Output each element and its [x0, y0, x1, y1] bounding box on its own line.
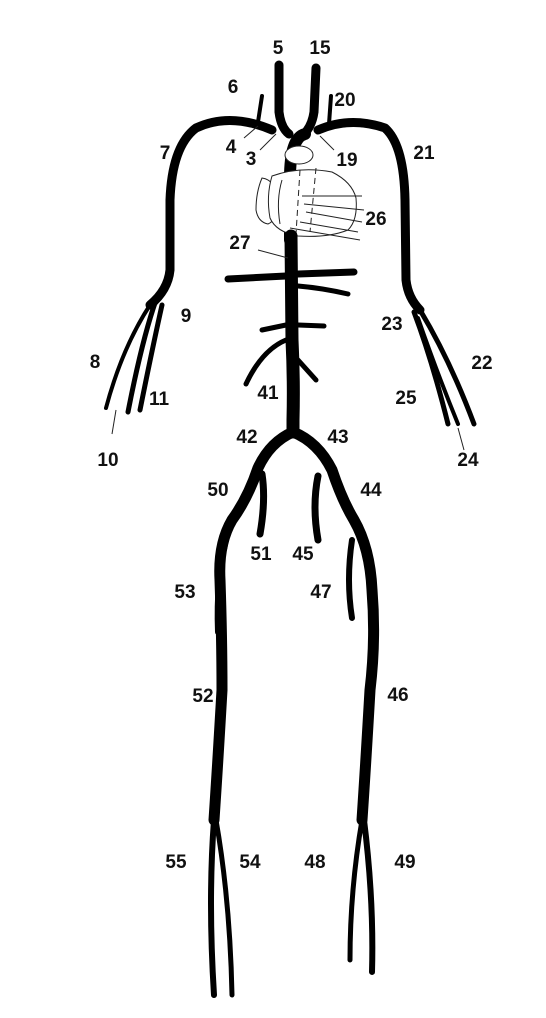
artery-20: [327, 94, 333, 126]
artery-11: [137, 302, 165, 413]
label-20: 20: [334, 90, 355, 111]
label-48: 48: [304, 852, 325, 873]
label-50: 50: [207, 480, 228, 501]
label-46: 46: [387, 685, 408, 706]
label-15: 15: [309, 38, 331, 59]
artery-51: [256, 470, 268, 538]
labels: 5 15 6 20 4 3 19 7 21 26 27 9 23 8 22 11…: [90, 38, 493, 873]
right-arm-arteries: [104, 115, 277, 435]
neck-arteries: [256, 60, 333, 139]
label-25: 25: [395, 388, 417, 409]
label-23: 23: [381, 314, 402, 335]
leader-19: [319, 135, 335, 151]
artery-47: [346, 537, 355, 621]
branch-mid-right: [295, 322, 327, 329]
arch-loop: [284, 145, 314, 165]
artery-54: [213, 817, 235, 998]
artery-8: [104, 303, 152, 410]
artery-41: [243, 337, 289, 387]
leader-10: [111, 409, 117, 435]
label-10: 10: [97, 450, 118, 471]
label-24: 24: [457, 450, 479, 471]
label-8: 8: [90, 352, 101, 373]
right-leg-arteries: [208, 426, 299, 998]
label-11: 11: [149, 389, 170, 410]
artery-5: [274, 60, 294, 139]
artery-15: [299, 63, 321, 139]
label-26: 26: [365, 209, 386, 230]
label-4: 4: [226, 137, 237, 158]
heart-vessel-lines: [289, 195, 365, 241]
label-47: 47: [310, 582, 331, 603]
label-52: 52: [192, 686, 213, 707]
label-5: 5: [273, 38, 284, 59]
artery-43: [287, 426, 380, 826]
artery-48: [347, 817, 365, 963]
artery-22: [417, 307, 477, 427]
left-leg-arteries: [287, 426, 380, 975]
heart-line: [277, 179, 283, 225]
label-45: 45: [292, 544, 314, 565]
artery-7: [145, 115, 277, 310]
leader-3: [259, 133, 277, 151]
artery-53: [214, 537, 229, 635]
artery-21: [313, 117, 425, 315]
label-51: 51: [250, 544, 272, 565]
heart-dashed-2: [309, 167, 317, 233]
label-53: 53: [174, 582, 195, 603]
label-49: 49: [394, 852, 415, 873]
abdominal-aorta: [224, 229, 358, 439]
artery-55: [208, 817, 217, 998]
label-21: 21: [413, 143, 435, 164]
leader-24: [457, 427, 465, 451]
heart-outline: [255, 167, 365, 241]
label-22: 22: [471, 353, 492, 374]
leader-27: [257, 249, 289, 259]
branch-mid-left: [259, 322, 289, 333]
label-3: 3: [246, 149, 257, 170]
left-arm-arteries: [313, 117, 477, 451]
label-55: 55: [165, 852, 187, 873]
renal-branches: [224, 268, 358, 283]
label-19: 19: [336, 150, 357, 171]
label-42: 42: [236, 427, 257, 448]
label-54: 54: [239, 852, 261, 873]
branch-upper-right: [295, 283, 351, 297]
label-27: 27: [229, 233, 250, 254]
artery-49: [361, 817, 376, 975]
label-6: 6: [228, 77, 239, 98]
heart-dashed-1: [295, 169, 301, 235]
label-43: 43: [327, 427, 348, 448]
artery-45: [311, 472, 322, 544]
artery-9: [125, 297, 159, 415]
aorta-trunk: [284, 229, 300, 439]
artery-6: [256, 94, 264, 124]
label-9: 9: [181, 306, 192, 327]
label-41: 41: [257, 383, 279, 404]
artery-25: [416, 316, 460, 426]
label-7: 7: [160, 143, 171, 164]
branch-lower-right: [295, 357, 319, 383]
leader-lines: [243, 125, 335, 151]
leader-4: [243, 125, 259, 139]
label-44: 44: [360, 480, 382, 501]
